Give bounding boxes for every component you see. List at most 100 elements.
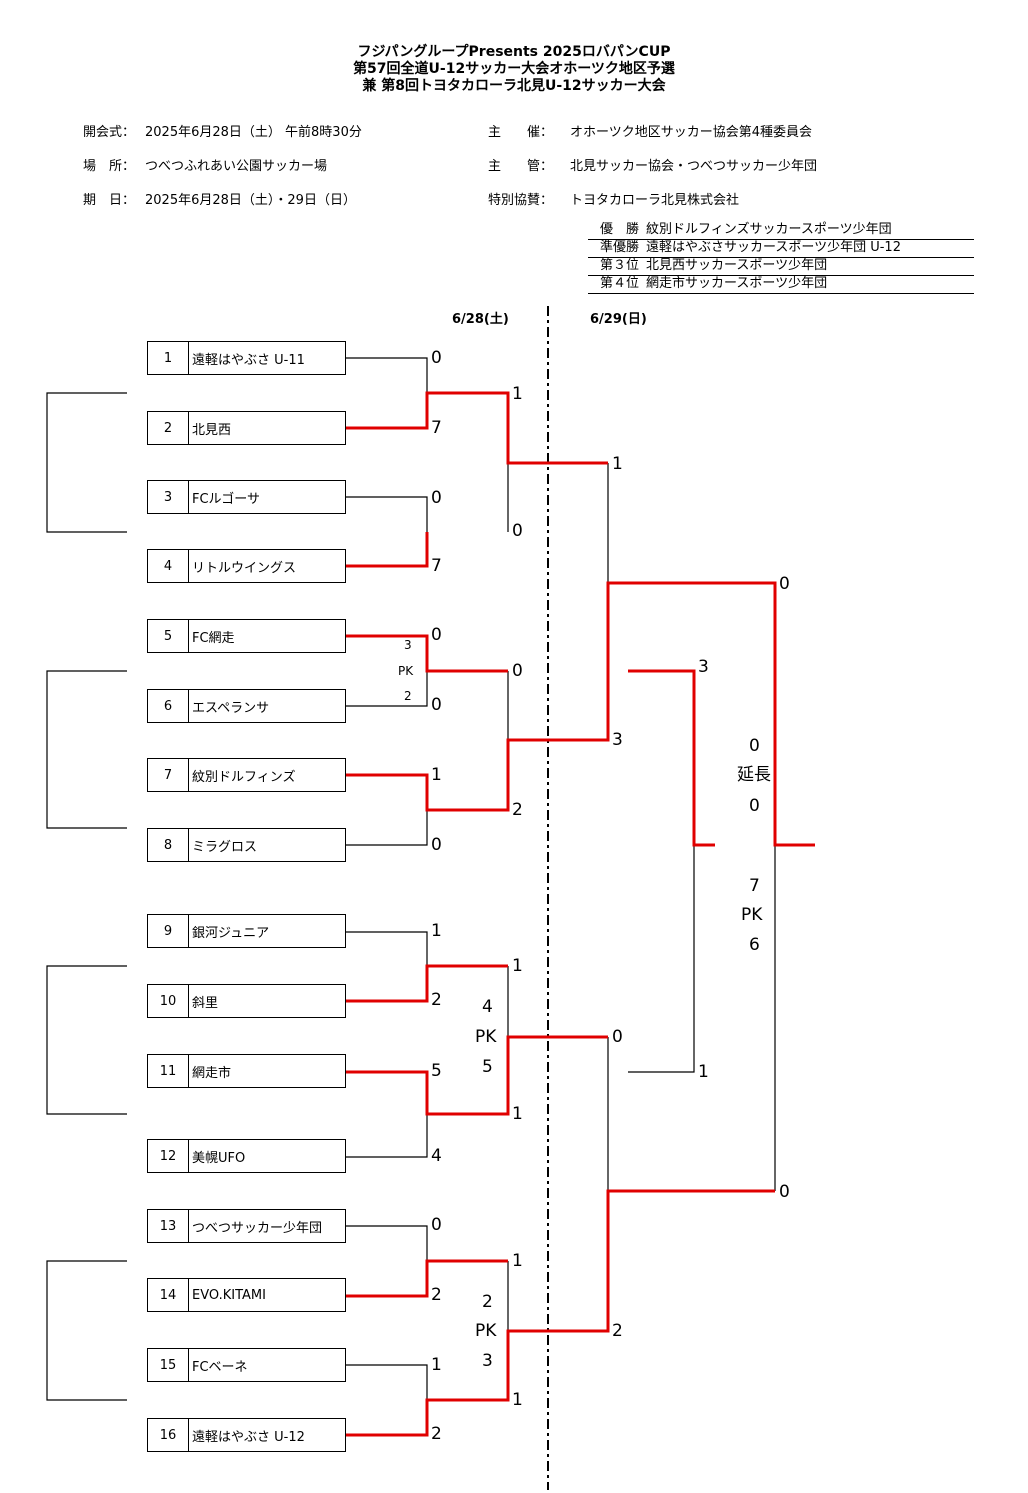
score-final: 0 xyxy=(779,574,790,594)
result-rank: 第３位 xyxy=(600,258,640,273)
team-number: 16 xyxy=(148,1419,189,1451)
pk-label: PK xyxy=(741,905,763,925)
team-name: 美幌UFO xyxy=(192,1150,246,1166)
team-name: エスペランサ xyxy=(192,700,270,716)
team-number: 8 xyxy=(148,829,189,861)
title-line-3: 兼 第8回トヨタカローラ北見U-12サッカー大会 xyxy=(362,78,666,94)
score-r1: 0 xyxy=(431,1215,442,1235)
pk-score: 3 xyxy=(404,638,412,652)
pk-score: 7 xyxy=(749,876,760,896)
score-r2: 1 xyxy=(512,1390,523,1410)
result-rank: 優 勝 xyxy=(600,222,640,237)
score-r2: 1 xyxy=(512,1104,523,1124)
result-row-3: 第３位北見西サッカースポーツ少年団 xyxy=(588,258,974,276)
team-number: 6 xyxy=(148,690,189,722)
result-team: 北見西サッカースポーツ少年団 xyxy=(646,258,828,273)
sponsor-label: 特別協賛： xyxy=(488,193,554,208)
score-semi: 0 xyxy=(612,1027,623,1047)
results-table: 優 勝紋別ドルフィンズサッカースポーツ少年団 準優勝遠軽はやぶさサッカースポーツ… xyxy=(588,222,974,294)
result-row-1: 優 勝紋別ドルフィンズサッカースポーツ少年団 xyxy=(588,222,974,240)
score-r1: 1 xyxy=(431,765,442,785)
bracket-black-lines xyxy=(46,357,776,1401)
result-rank: 第４位 xyxy=(600,276,640,291)
date-day1: 6/28(土) xyxy=(452,312,509,327)
score-r2: 0 xyxy=(512,661,523,681)
score-r1: 4 xyxy=(431,1146,442,1166)
score-semi: 1 xyxy=(612,454,623,474)
result-team: 遠軽はやぶさサッカースポーツ少年団 U-12 xyxy=(646,240,901,255)
team-name: ミラグロス xyxy=(192,839,258,855)
team-number: 12 xyxy=(148,1140,189,1172)
extra-time-label: 延長 xyxy=(737,765,771,785)
score-third-place: 1 xyxy=(698,1062,709,1082)
team-name: 網走市 xyxy=(192,1065,232,1081)
team-name: EVO.KITAMI xyxy=(192,1287,266,1303)
team-number: 1 xyxy=(148,342,189,374)
period-info: 期 日：2025年6月28日（土）・29日（日） xyxy=(83,189,356,208)
score-r1: 2 xyxy=(431,1285,442,1305)
score-r1: 0 xyxy=(431,625,442,645)
team-name: FCベーネ xyxy=(192,1359,248,1375)
sponsor-value: トヨタカローラ北見株式会社 xyxy=(570,193,740,208)
team-name: FC網走 xyxy=(192,630,235,646)
host-label: 主 催： xyxy=(488,125,554,140)
venue-value: つべつふれあい公園サッカー場 xyxy=(145,159,328,174)
extra-time-score: 0 xyxy=(749,736,760,756)
score-r1: 0 xyxy=(431,835,442,855)
team-number: 9 xyxy=(148,915,189,947)
team-name: 斜里 xyxy=(192,995,219,1011)
score-r2: 1 xyxy=(512,384,523,404)
bracket-winner-lines xyxy=(346,391,815,1437)
pk-label: PK xyxy=(398,664,414,678)
result-team: 網走市サッカースポーツ少年団 xyxy=(646,276,828,291)
team-number: 13 xyxy=(148,1210,189,1242)
pk-score: 2 xyxy=(482,1292,493,1312)
score-r1: 7 xyxy=(431,418,442,438)
organizer-value: 北見サッカー協会・つべつサッカー少年団 xyxy=(570,159,818,174)
extra-time-score: 0 xyxy=(749,796,760,816)
date-day2: 6/29(日) xyxy=(590,312,647,327)
score-semi: 2 xyxy=(612,1321,623,1341)
team-number: 10 xyxy=(148,985,189,1017)
pk-score: 5 xyxy=(482,1057,493,1077)
pk-score: 6 xyxy=(749,935,760,955)
host-value: オホーツク地区サッカー協会第4種委員会 xyxy=(570,125,813,140)
score-r2: 1 xyxy=(512,956,523,976)
team-number: 4 xyxy=(148,550,189,582)
team-name: 遠軽はやぶさ U-11 xyxy=(192,352,305,368)
team-name: 紋別ドルフィンズ xyxy=(192,769,296,785)
score-final: 0 xyxy=(779,1182,790,1202)
score-r1: 0 xyxy=(431,695,442,715)
opening-info: 開会式：2025年6月28日（土） 午前8時30分 xyxy=(83,121,362,140)
venue-label: 場 所： xyxy=(83,159,136,174)
score-r1: 5 xyxy=(431,1061,442,1081)
score-semi: 3 xyxy=(612,730,623,750)
host-info: 主 催： オホーツク地区サッカー協会第4種委員会 xyxy=(488,121,812,140)
pk-label: PK xyxy=(475,1027,497,1047)
team-number: 2 xyxy=(148,412,189,444)
score-r1: 2 xyxy=(431,990,442,1010)
result-row-2: 準優勝遠軽はやぶさサッカースポーツ少年団 U-12 xyxy=(588,240,974,258)
result-team: 紋別ドルフィンズサッカースポーツ少年団 xyxy=(646,222,892,237)
venue-info: 場 所： つべつふれあい公園サッカー場 xyxy=(83,155,327,174)
opening-label: 開会式： xyxy=(83,125,136,140)
score-r1: 1 xyxy=(431,921,442,941)
team-name: つべつサッカー少年団 xyxy=(192,1220,323,1236)
team-name: リトルウイングス xyxy=(192,560,297,576)
team-number: 3 xyxy=(148,481,189,513)
